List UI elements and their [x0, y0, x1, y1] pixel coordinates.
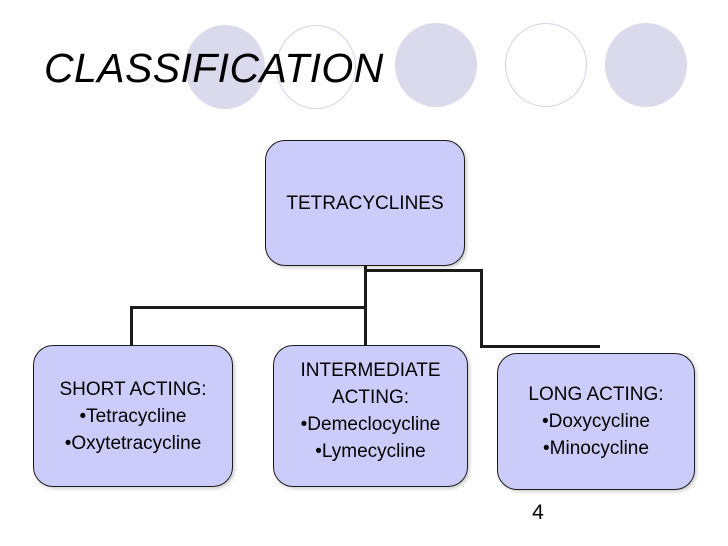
node-long-acting-text: LONG ACTING: •Doxycycline •Minocycline — [498, 381, 694, 462]
deco-circle-5-icon — [605, 23, 687, 107]
page-title: CLASSIFICATION — [44, 45, 384, 91]
node-bullet-item: •Doxycycline — [541, 411, 651, 432]
page-number: 4 — [532, 501, 544, 524]
node-intermediate-acting[interactable]: INTERMEDIATE ACTING: •Demeclocycline •Ly… — [273, 345, 468, 487]
node-short-acting-text: SHORT ACTING: •Tetracycline •Oxytetracyc… — [34, 376, 232, 457]
node-bullet-item: •Lymecycline — [315, 441, 426, 462]
node-intermediate-acting-text: INTERMEDIATE ACTING: •Demeclocycline •Ly… — [274, 357, 467, 465]
node-tetracyclines-text: TETRACYCLINES — [266, 190, 464, 217]
node-heading: INTERMEDIATE — [300, 360, 441, 381]
node-long-acting[interactable]: LONG ACTING: •Doxycycline •Minocycline — [497, 353, 695, 490]
node-bullet-item: •Tetracycline — [79, 405, 187, 427]
connector-right-drop — [480, 269, 483, 347]
node-heading: SHORT ACTING: — [59, 378, 207, 400]
connector-right-horizontal — [364, 269, 482, 272]
node-bullet-item: •Minocycline — [543, 438, 649, 459]
node-tetracyclines[interactable]: TETRACYCLINES — [265, 140, 465, 266]
node-heading-cont: ACTING: — [331, 387, 410, 408]
node-bullet-item: •Demeclocycline — [300, 414, 441, 435]
node-short-acting[interactable]: SHORT ACTING: •Tetracycline •Oxytetracyc… — [33, 345, 233, 487]
deco-circle-4-icon — [505, 23, 587, 107]
connector-left-drop — [130, 306, 133, 348]
deco-circle-1-icon — [185, 25, 265, 109]
deco-circle-3-icon — [395, 23, 477, 107]
node-line: TETRACYCLINES — [286, 192, 444, 214]
node-bullet-item: •Oxytetracycline — [64, 432, 202, 454]
connector-left-horizontal — [131, 306, 365, 309]
node-heading: LONG ACTING: — [528, 384, 664, 405]
connector-right-entry — [480, 345, 600, 348]
connector-root-stem — [364, 265, 367, 346]
deco-circle-2-icon — [276, 25, 356, 109]
